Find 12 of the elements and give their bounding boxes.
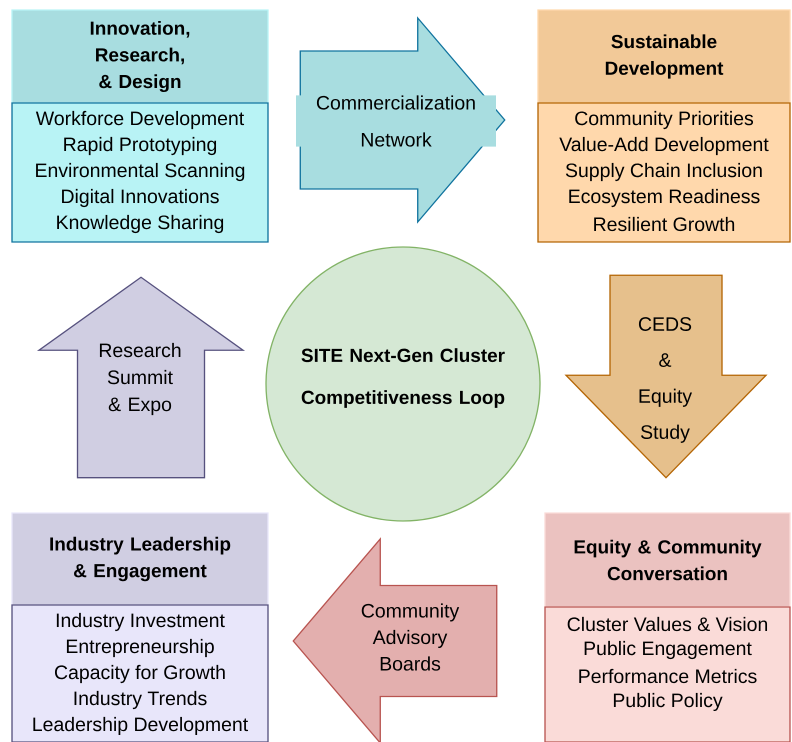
edge-label: CEDS & Equity Study: [632, 317, 698, 443]
node-label: Equity & Community Conversation: [574, 540, 762, 580]
category-box: Sustainable Development Community Priorities Value-Add Development Supply Chain Inclusion Ecosystem Readiness Resilient Growth: [537, 9, 791, 243]
node-label: Innovation, Research, & Design: [90, 20, 190, 92]
node-label: Sustainable Development: [606, 34, 724, 79]
category-box: Equity & Community Conversation Cluster Values & Vision Public Engagement Performance Metrics Public Policy: [544, 512, 791, 742]
edge-label: Commercialization Network: [296, 95, 496, 147]
category-box: Industry Leadership & Engagement Industry Investment Entrepreneurship Capacity for Growth Industry Trends Leadership Development: [11, 512, 269, 742]
node-label: Industry Leadership & Engagement: [50, 536, 230, 582]
edge-label: Community Advisory Boards: [351, 603, 469, 671]
category-box: Innovation, Research, & Design Workforce Development Rapid Prototyping Environmental Scanning Digital Innovations Knowledge Sharing: [11, 9, 269, 243]
edge-label: Research Summit & Expo: [85, 342, 195, 416]
